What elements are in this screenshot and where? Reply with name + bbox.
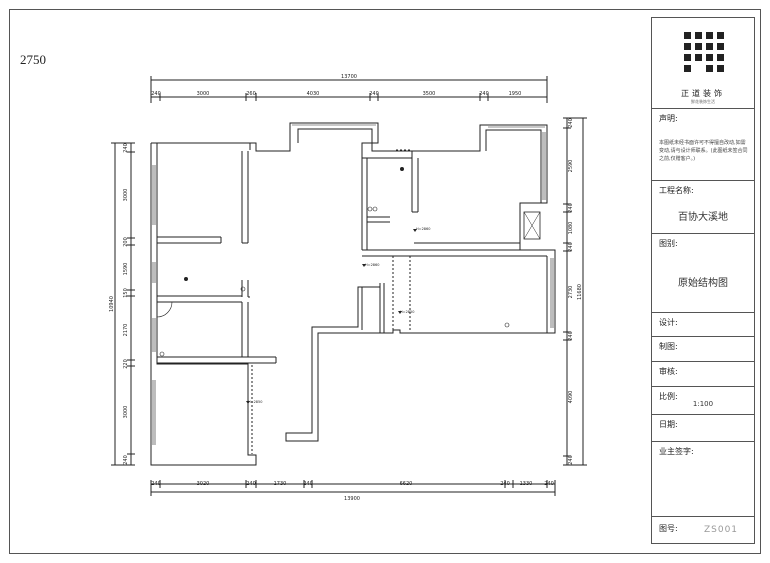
drawing-number-label: 图号:	[659, 524, 678, 533]
company-name: 正道装饰	[681, 89, 725, 98]
right-dim-2: 2590	[568, 160, 574, 173]
scale-row: 比例: 1:100	[652, 386, 754, 414]
bottom-dim-3: 240	[246, 481, 256, 487]
drawing-type-value: 原始结构图	[678, 278, 728, 289]
left-dim-8: 3000	[123, 406, 129, 419]
logo-section: 正道装饰 鲜花装饰生活	[652, 18, 754, 108]
scale-value: 1:100	[692, 400, 714, 408]
left-dim-9: 240	[123, 455, 129, 465]
company-slogan: 鲜花装饰生活	[691, 99, 715, 104]
height-marker-4: H=2850	[248, 400, 262, 404]
bottom-dim-1: 240	[151, 481, 161, 487]
bottom-dim-2: 3020	[197, 481, 210, 487]
right-total-dim: 11680	[577, 284, 583, 300]
left-dim-1: 240	[123, 143, 129, 153]
drawing-number-row: 图号: ZS001	[652, 516, 754, 545]
right-dim-6: 2730	[568, 286, 574, 299]
drafting-row: 制图:	[652, 336, 754, 359]
top-dim-5: 240	[369, 91, 379, 97]
statement-section: 声明: 本图纸未经书面许可不得擅自改动,如需变动,请与设计师联系。(此图纸未签合…	[652, 108, 754, 196]
floor-plan-drawing: 13700 240 3000 260 4030 240 3500 240 195…	[109, 74, 587, 502]
bottom-dim-4: 1730	[274, 481, 287, 487]
left-dim-7: 220	[123, 359, 129, 369]
bottom-dim-7: 240	[500, 481, 510, 487]
drawing-type-label: 图别:	[659, 239, 678, 248]
scale-label: 比例:	[659, 392, 678, 401]
bottom-dim-8: 1330	[520, 481, 533, 487]
left-dim-4: 1590	[123, 263, 129, 276]
right-dim-4: 1080	[568, 222, 574, 235]
right-dim-9: 240	[568, 455, 574, 465]
bottom-dim-9: 240	[544, 481, 554, 487]
walls	[150, 122, 556, 466]
design-label: 设计:	[659, 318, 678, 327]
left-dim-5: 150	[123, 288, 129, 298]
top-total-dim: 13700	[341, 74, 357, 80]
review-label: 审核:	[659, 367, 678, 376]
right-dim-3: 240	[568, 203, 574, 213]
bottom-dim-6: 6620	[400, 481, 413, 487]
right-dim-1: 240	[568, 118, 574, 128]
top-dim-4: 4030	[307, 91, 320, 97]
height-marker-1: H=2860	[416, 227, 430, 231]
sheet-border	[9, 9, 761, 554]
statement-label: 声明:	[659, 114, 678, 123]
left-dim-6: 2170	[123, 324, 129, 337]
height-marker-triangles	[246, 229, 417, 404]
right-dim-7: 240	[568, 331, 574, 341]
project-label: 工程名称:	[659, 186, 694, 195]
top-dim-8: 1950	[509, 91, 522, 97]
top-dim-1: 240	[151, 91, 161, 97]
top-dim-6: 3500	[423, 91, 436, 97]
drawing-number-value: ZS001	[703, 525, 739, 535]
company-logo	[684, 32, 724, 72]
right-dim-8: 4090	[568, 391, 574, 404]
project-name: 百协大溪地	[678, 212, 728, 223]
statement-text: 本图纸未经书面许可不得擅自改动,如需变动,请与设计师联系。(此图纸未签合同之前,…	[659, 140, 748, 162]
drafting-label: 制图:	[659, 342, 678, 351]
top-dim-3: 260	[246, 91, 256, 97]
title-block: 正道装饰 鲜花装饰生活 声明: 本图纸未经书面许可不得擅自改动,如需变动,请与设…	[651, 17, 755, 544]
drawing-type-section: 图别: 原始结构图	[652, 233, 754, 315]
right-dim-5: 240	[568, 242, 574, 252]
owner-signature-section: 业主签字:	[652, 441, 754, 514]
height-marker-2: H=2860	[365, 263, 379, 267]
height-marker-3: H=2850	[400, 310, 414, 314]
date-label: 日期:	[659, 420, 678, 429]
bottom-dim-5: 240	[303, 481, 313, 487]
left-dim-3: 200	[123, 237, 129, 247]
top-dim-7: 240	[479, 91, 489, 97]
sheet-number-label: 2750	[20, 52, 46, 67]
left-dim-2: 3000	[123, 189, 129, 202]
project-section: 工程名称: 百协大溪地	[652, 180, 754, 233]
design-row: 设计:	[652, 312, 754, 334]
top-dim-2: 3000	[197, 91, 210, 97]
review-row: 审核:	[652, 361, 754, 384]
bottom-total-dim: 13900	[344, 496, 360, 502]
owner-signature-label: 业主签字:	[659, 447, 694, 456]
date-row: 日期:	[652, 414, 754, 439]
left-total-dim: 10940	[109, 296, 115, 312]
